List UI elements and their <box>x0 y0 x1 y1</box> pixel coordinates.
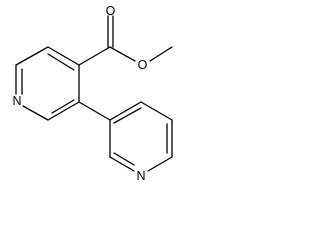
pyridine-ring-upper-bonds <box>15 46 80 121</box>
carbonyl-oxygen-label: O <box>106 4 116 18</box>
pyridine-ring-lower-bonds <box>109 101 173 172</box>
bond-n1p-c2p <box>109 156 135 172</box>
bond-c5-c6 <box>15 46 49 66</box>
bond-c3p-c4p-inner <box>113 107 142 124</box>
bond-n1-c2 <box>22 105 49 121</box>
bond-c4p-c5p <box>140 101 173 121</box>
bond-carbonyl-carbon-to-ester-oxygen <box>109 46 136 62</box>
bond-c4-c5 <box>47 46 80 66</box>
pyridine-upper-nitrogen-label: N <box>12 94 21 108</box>
bond-c2-c3 <box>47 101 80 121</box>
bond-ester-oxygen-to-methyl <box>149 46 173 62</box>
bond-ring-to-ring <box>78 101 111 121</box>
bond-c3p-c4p <box>109 101 142 121</box>
ester-group-bonds <box>78 15 173 66</box>
molecule-diagram: O O N N <box>12 4 173 183</box>
bond-n1p-c2p-inner <box>113 152 135 166</box>
bond-c2-c3-inner <box>51 99 75 114</box>
ester-oxygen-label: O <box>138 58 148 72</box>
biaryl-bond <box>78 101 111 121</box>
bond-c4-c5-inner <box>47 53 75 71</box>
pyridine-lower-nitrogen-label: N <box>136 169 145 183</box>
bond-ring-to-carbonyl-carbon <box>78 46 111 66</box>
bond-c6p-n1p <box>147 156 173 172</box>
